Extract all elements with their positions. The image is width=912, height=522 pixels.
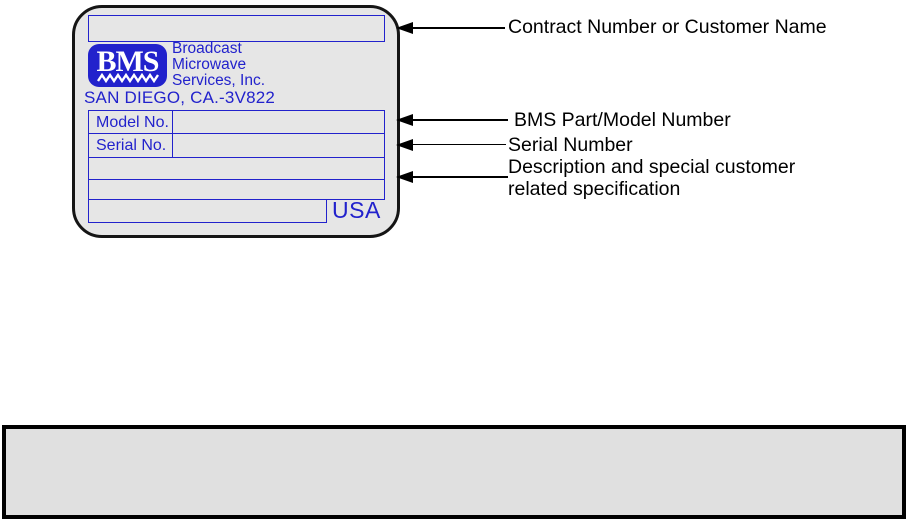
- zigzag-wave-icon: [96, 72, 159, 83]
- bms-logo-text: BMS: [96, 44, 159, 78]
- bottom-left-box: [88, 199, 327, 223]
- company-name-line: Broadcast: [172, 40, 242, 57]
- serial-no-value-box: [172, 133, 385, 158]
- product-label: BMS Broadcast Microwave Services, Inc. S…: [72, 5, 400, 238]
- arrow-line: [411, 119, 508, 121]
- annotation-part-model-number: BMS Part/Model Number: [514, 109, 731, 131]
- arrow-line: [411, 27, 505, 29]
- company-name: Broadcast Microwave Services, Inc.: [172, 41, 265, 89]
- annotation-description-line: related specification: [508, 178, 681, 200]
- left-arrow-icon: [396, 114, 413, 126]
- company-address: SAN DIEGO, CA.-3V822: [84, 88, 276, 107]
- annotation-contract-number: Contract Number or Customer Name: [508, 16, 827, 38]
- annotation-serial-number: Serial Number: [508, 134, 633, 156]
- company-name-line: Services, Inc.: [172, 72, 266, 89]
- company-name-line: Microwave: [172, 56, 247, 73]
- left-arrow-icon: [396, 22, 413, 34]
- contract-number-box: [88, 15, 385, 42]
- note-box: [2, 425, 906, 519]
- usa-text: USA: [332, 197, 381, 223]
- arrow-line: [411, 144, 506, 145]
- left-arrow-icon: [396, 139, 413, 151]
- model-no-value-box: [172, 110, 385, 134]
- annotation-description-line: Description and special customer: [508, 156, 796, 178]
- bms-logo: BMS: [88, 44, 167, 87]
- annotation-description: Description and special customer related…: [508, 156, 795, 200]
- model-no-label: Model No.: [88, 110, 173, 134]
- serial-no-label: Serial No.: [88, 133, 173, 158]
- description-box-1: [88, 157, 385, 180]
- arrow-line: [411, 176, 508, 178]
- left-arrow-icon: [396, 171, 413, 183]
